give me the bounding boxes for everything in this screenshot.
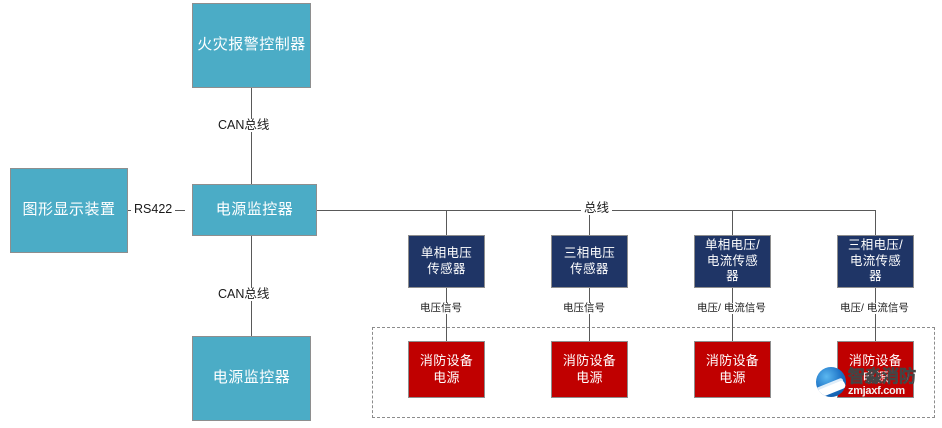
node-fire-equipment-power-2[interactable]: 消防设备 电源 — [551, 341, 628, 398]
label-signal-1: 电压信号 — [417, 303, 465, 314]
node-power-monitor-sub[interactable]: 电源监控器 — [192, 336, 311, 421]
label-bus: 总线 — [581, 202, 613, 215]
node-power-monitor-main[interactable]: 电源监控器 — [192, 184, 317, 236]
label-signal-3: 电压/ 电流信号 — [694, 303, 769, 314]
node-sensor-single-phase-voltage-current[interactable]: 单相电压/ 电流传感 器 — [694, 235, 771, 288]
node-sensor-three-phase-voltage[interactable]: 三相电压 传感器 — [551, 235, 628, 288]
line-signal-drop-1 — [446, 288, 447, 341]
node-fire-alarm-controller[interactable]: 火灾报警控制器 — [192, 3, 311, 88]
node-graphic-display-device[interactable]: 图形显示装置 — [10, 168, 128, 253]
label-can-bus-top: CAN总线 — [215, 119, 273, 132]
label-can-bus-bottom: CAN总线 — [215, 288, 273, 301]
line-bus-drop-1 — [446, 210, 447, 235]
node-sensor-three-phase-voltage-current[interactable]: 三相电压/ 电流传感 器 — [837, 235, 914, 288]
line-bus-drop-2 — [589, 210, 590, 235]
node-fire-equipment-power-1[interactable]: 消防设备 电源 — [408, 341, 485, 398]
node-fire-equipment-power-3[interactable]: 消防设备 电源 — [694, 341, 771, 398]
power-supply-group-boundary — [372, 327, 935, 418]
label-rs422: RS422 — [131, 203, 176, 216]
line-signal-drop-3 — [732, 288, 733, 341]
line-signal-drop-4 — [875, 288, 876, 341]
line-bus-drop-4 — [875, 210, 876, 235]
line-bus-drop-3 — [732, 210, 733, 235]
label-signal-4: 电压/ 电流信号 — [837, 303, 912, 314]
node-fire-equipment-power-4[interactable]: 消防设备 电源 — [837, 341, 914, 398]
line-power-monitor-to-sub-monitor — [251, 236, 252, 336]
node-sensor-single-phase-voltage[interactable]: 单相电压 传感器 — [408, 235, 485, 288]
line-signal-drop-2 — [589, 288, 590, 341]
line-fire-alarm-to-power-monitor — [251, 88, 252, 184]
label-signal-2: 电压信号 — [560, 303, 608, 314]
